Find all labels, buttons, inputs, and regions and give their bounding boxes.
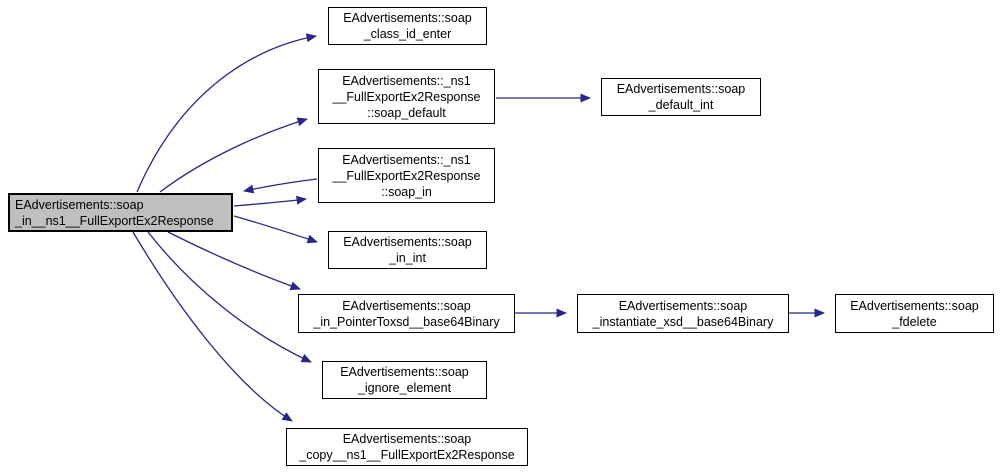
edge-focus-to-ignore-element xyxy=(147,231,312,363)
node-label-line: __FullExportEx2Response xyxy=(332,168,481,183)
node-soap-class-id-enter[interactable]: EAdvertisements::soap _class_id_enter xyxy=(328,7,487,45)
node-soap-default-int[interactable]: EAdvertisements::soap _default_int xyxy=(601,78,761,116)
node-label-line: _default_int xyxy=(648,98,714,112)
node-label-line: EAdvertisements::soap xyxy=(342,432,472,446)
node-label-line: _in_int xyxy=(389,251,426,265)
node-soap-in-int[interactable]: EAdvertisements::soap _in_int xyxy=(328,231,487,269)
node-soap-in-pointertoxsd-base64binary[interactable]: EAdvertisements::soap _in_PointerToxsd__… xyxy=(298,294,515,333)
node-soap-copy-ns1-fullexportex2response[interactable]: EAdvertisements::soap _copy__ns1__FullEx… xyxy=(286,428,528,466)
node-label-line: EAdvertisements::soap xyxy=(850,298,979,313)
edge-focus-to-soap-default xyxy=(159,117,308,193)
edge-focus-to-copy xyxy=(132,231,293,422)
node-label-line: EAdvertisements::_ns1 xyxy=(342,73,471,88)
edge-focus-to-class-id-enter xyxy=(136,33,317,193)
node-label-line: _instantiate_xsd__base64Binary xyxy=(592,314,774,329)
node-label-line: EAdvertisements::soap xyxy=(15,197,144,212)
edge-focus-to-in-int xyxy=(233,215,318,244)
node-label-line: __FullExportEx2Response xyxy=(332,89,481,104)
node-label-line: EAdvertisements::_ns1 xyxy=(342,152,471,167)
node-label-line: ::soap_in xyxy=(381,184,432,199)
node-soap-instantiate-xsd-base64binary[interactable]: EAdvertisements::soap _instantiate_xsd__… xyxy=(577,294,789,333)
edge-focus-to-in-pointer xyxy=(167,231,301,291)
node-fullexportex2response-soap-default[interactable]: EAdvertisements::_ns1 __FullExportEx2Res… xyxy=(318,69,495,124)
node-label-line: _in__ns1__FullExportEx2Response xyxy=(15,213,214,228)
node-label-line: EAdvertisements::soap xyxy=(340,365,469,379)
node-soap-in-ns1-fullexportex2response[interactable]: EAdvertisements::soap _in__ns1__FullExpo… xyxy=(8,193,233,232)
node-label-line: _fdelete xyxy=(892,314,937,329)
node-fullexportex2response-soap-in[interactable]: EAdvertisements::_ns1 __FullExportEx2Res… xyxy=(318,148,495,203)
node-label-line: EAdvertisements::soap xyxy=(618,298,748,313)
edge-soap-in-to-focus xyxy=(243,178,318,194)
node-label-line: EAdvertisements::soap xyxy=(342,298,471,313)
node-soap-fdelete[interactable]: EAdvertisements::soap _fdelete xyxy=(835,294,994,333)
node-label-line: EAdvertisements::soap xyxy=(616,82,746,96)
node-label-line: _copy__ns1__FullExportEx2Response xyxy=(299,448,515,462)
node-label-line: _class_id_enter xyxy=(363,27,452,41)
node-label-line: _in_PointerToxsd__base64Binary xyxy=(313,314,500,329)
node-label-line: ::soap_default xyxy=(367,105,446,120)
node-soap-ignore-element[interactable]: EAdvertisements::soap _ignore_element xyxy=(322,361,487,399)
node-label-line: _ignore_element xyxy=(357,381,452,395)
edge-focus-to-soap-in xyxy=(233,195,307,207)
node-label-line: EAdvertisements::soap xyxy=(343,235,472,249)
node-label-line: EAdvertisements::soap xyxy=(343,11,472,25)
